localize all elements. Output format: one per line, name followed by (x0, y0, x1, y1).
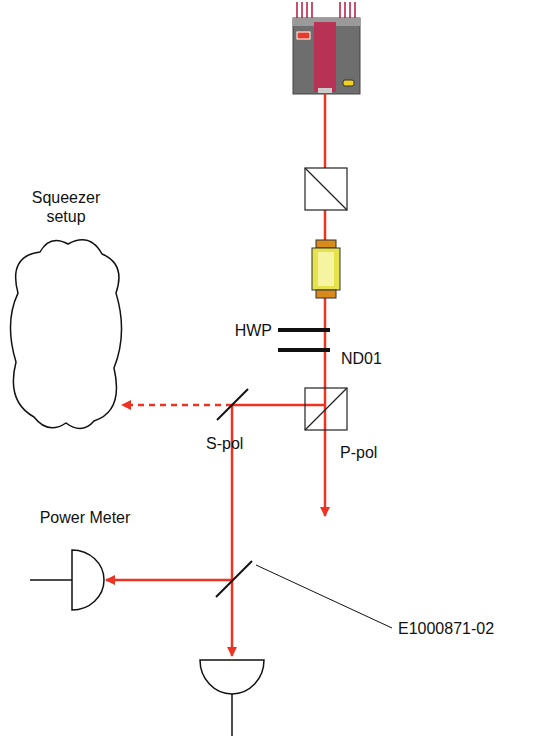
detector-symbol (22, 533, 148, 616)
detector-wire (30, 579, 72, 581)
laser-beam (106, 94, 325, 656)
photodetector (200, 660, 264, 736)
laser-source (293, 2, 360, 94)
node-label: Squeezer setup (26, 188, 106, 226)
polarization-label: P-pol (340, 443, 377, 462)
half-wave-plate (278, 328, 330, 332)
beam-splitter (216, 561, 252, 597)
component-label: HWP (235, 321, 272, 340)
part-number: E1000871-02 (398, 619, 494, 638)
faraday-isolator (312, 240, 340, 298)
detector-body (72, 550, 104, 610)
polarizing-beam-splitter (305, 388, 347, 430)
polarization-label: S-pol (206, 434, 243, 453)
mirror (217, 389, 248, 420)
power-meter: Power Meter (22, 508, 148, 616)
nd-filter (278, 348, 330, 352)
polarizing-beam-splitter (305, 168, 347, 210)
leader-line (256, 565, 392, 628)
cloud-outline (8, 232, 124, 433)
setup-cloud: Squeezer setup (8, 188, 124, 433)
node-label: Power Meter (22, 508, 148, 527)
component-label: ND01 (341, 349, 382, 368)
cloud-path (10, 240, 121, 429)
